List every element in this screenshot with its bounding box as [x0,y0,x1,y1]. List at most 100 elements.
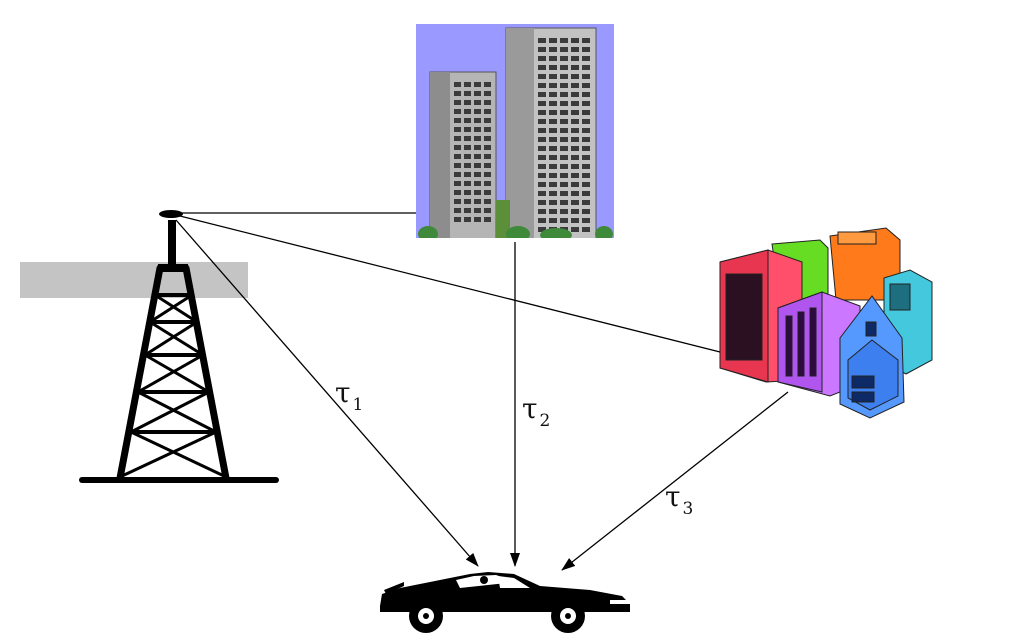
window [474,82,481,87]
window [464,199,471,204]
window [571,38,579,43]
window [571,200,579,205]
window [560,128,568,133]
window [582,155,590,160]
window [464,208,471,213]
window [549,128,557,133]
window [582,137,590,142]
window [571,227,579,232]
window [560,164,568,169]
window [538,173,546,178]
window [538,101,546,106]
window [582,191,590,196]
window [454,154,461,159]
window [484,163,491,168]
window [464,109,471,114]
window [484,181,491,186]
window [454,190,461,195]
window [464,181,471,186]
window [474,91,481,96]
propagation-paths [175,212,789,571]
window [474,109,481,114]
window [484,100,491,105]
window [560,119,568,124]
window [571,173,579,178]
window [484,199,491,204]
window [454,118,461,123]
window [454,145,461,150]
window [538,182,546,187]
window [549,173,557,178]
window [571,83,579,88]
window [582,227,590,232]
window [464,172,471,177]
window [538,209,546,214]
window [474,118,481,123]
window [538,74,546,79]
window [538,200,546,205]
window [538,191,546,196]
window [464,118,471,123]
window [464,91,471,96]
window [560,146,568,151]
window [484,217,491,222]
window [549,83,557,88]
window [582,110,590,115]
window [474,100,481,105]
window [464,82,471,87]
window [474,190,481,195]
window [560,65,568,70]
window [538,92,546,97]
window [560,137,568,142]
window [571,155,579,160]
window [571,47,579,52]
window [571,137,579,142]
window [582,83,590,88]
window [454,172,461,177]
window [582,119,590,124]
window [571,191,579,196]
window [549,191,557,196]
window [571,182,579,187]
window [464,163,471,168]
window [582,56,590,61]
window [454,109,461,114]
window [549,65,557,70]
window [454,181,461,186]
window [571,74,579,79]
window [549,209,557,214]
window [560,218,568,223]
window [582,173,590,178]
window [474,154,481,159]
window [571,164,579,169]
window [474,181,481,186]
window [571,146,579,151]
window [538,218,546,223]
window [484,145,491,150]
window [484,190,491,195]
window [484,127,491,132]
window [582,38,590,43]
window [538,38,546,43]
window [582,200,590,205]
window [549,200,557,205]
window [560,191,568,196]
window [549,38,557,43]
window [560,200,568,205]
window [484,109,491,114]
window [571,128,579,133]
window [484,154,491,159]
window [484,118,491,123]
window [538,56,546,61]
window [560,47,568,52]
window [454,136,461,141]
window [560,209,568,214]
window [538,119,546,124]
window [454,163,461,168]
office-buildings-icon [416,24,614,242]
window [538,155,546,160]
window [582,74,590,79]
